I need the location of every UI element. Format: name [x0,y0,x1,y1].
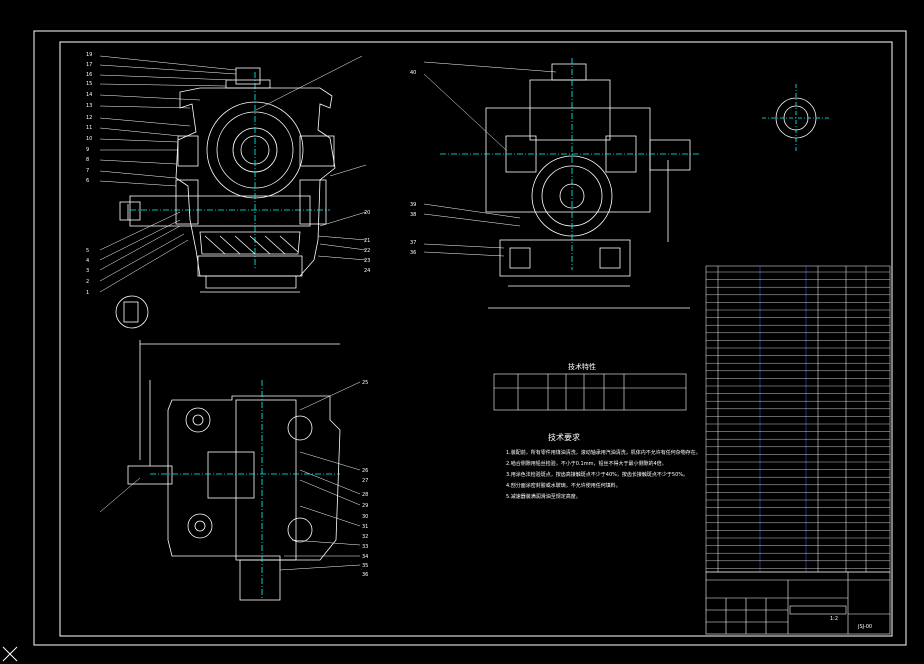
part-label-front_right_side-2: 22 [364,248,371,254]
part-label-left_view-14: 4 [86,258,90,264]
part-label-plan_view-10: 35 [362,563,369,569]
leader-lines [99,55,557,571]
front-section-view [119,67,336,293]
inner-border [59,41,893,637]
part-label-front_right_side-3: 23 [364,258,371,264]
title-block [705,571,891,635]
part-label-right_view-2: 38 [410,212,417,218]
drawing-scale: 1:2 [830,616,839,622]
tech-req-line: 2.啮合侧隙用铅丝检验，不小于0.1mm，铅丝不得大于最小侧隙的4倍。 [506,461,667,467]
part-label-left_view-0: 19 [86,52,93,58]
tech-table-title: 技术特性 [568,363,596,371]
part-label-left_view-7: 11 [86,125,93,131]
tech-req-line: 4.剖分面涂密封胶或水玻璃，不允许使用任何填料。 [506,483,621,489]
part-label-plan_view-5: 30 [362,514,369,520]
plan-view [127,340,341,601]
part-label-plan_view-0: 25 [362,380,369,386]
side-view [440,58,700,309]
part-label-left_view-1: 17 [86,62,93,68]
part-label-left_view-6: 12 [86,115,93,121]
part-label-right_view-1: 39 [410,202,417,208]
bom-rows [706,271,890,569]
outer-border [33,30,907,646]
part-label-left_view-15: 3 [86,268,90,274]
part-label-left_view-11: 7 [86,168,90,174]
part-label-left_view-9: 9 [86,147,90,153]
part-label-right_view-0: 40 [410,70,417,76]
part-label-front_right_side-4: 24 [364,268,371,274]
part-label-plan_view-2: 27 [362,478,369,484]
drawing-number: JSJ-00 [858,624,873,630]
part-label-plan_view-1: 26 [362,468,369,474]
part-label-plan_view-8: 33 [362,544,369,550]
part-label-right_view-4: 36 [410,250,417,256]
part-label-left_view-8: 10 [86,136,93,142]
part-label-front_right_side-1: 21 [364,238,371,244]
part-label-plan_view-7: 32 [362,534,369,540]
part-label-plan_view-6: 31 [362,524,369,530]
keyway-section [762,84,830,152]
part-label-plan_view-4: 29 [362,503,369,509]
part-label-left_view-4: 14 [86,92,93,98]
part-label-left_view-16: 2 [86,279,90,285]
ucs-icon [2,646,18,662]
bom-table [705,265,891,573]
part-label-left_view-2: 16 [86,72,93,78]
tech-req-line: 5.减速器装满润滑油至规定高度。 [506,494,581,500]
part-label-plan_view-11: 36 [362,572,369,578]
tech-req-title: 技术要求 [548,433,580,442]
part-label-right_view-3: 37 [410,240,417,246]
part-label-front_right_side-0: 20 [364,210,371,216]
tech-table [493,373,687,411]
part-label-left_view-13: 5 [86,248,90,254]
part-label-left_view-10: 8 [86,157,90,163]
part-label-plan_view-9: 34 [362,554,369,560]
tech-req-line: 3.用涂色法检验斑点，按齿高接触斑点不少于40%，按齿长接触斑点不少于50%。 [506,472,689,478]
part-label-plan_view-3: 28 [362,492,369,498]
part-label-left_view-3: 15 [86,81,93,87]
part-label-left_view-12: 6 [86,178,90,184]
part-label-left_view-17: 1 [86,290,90,296]
tech-req-line: 1.装配前，所有零件用煤油清洗，滚动轴承用汽油清洗，机体内不允许有任何杂物存在。 [506,450,701,456]
part-label-left_view-5: 13 [86,103,93,109]
detail-b [115,295,149,329]
